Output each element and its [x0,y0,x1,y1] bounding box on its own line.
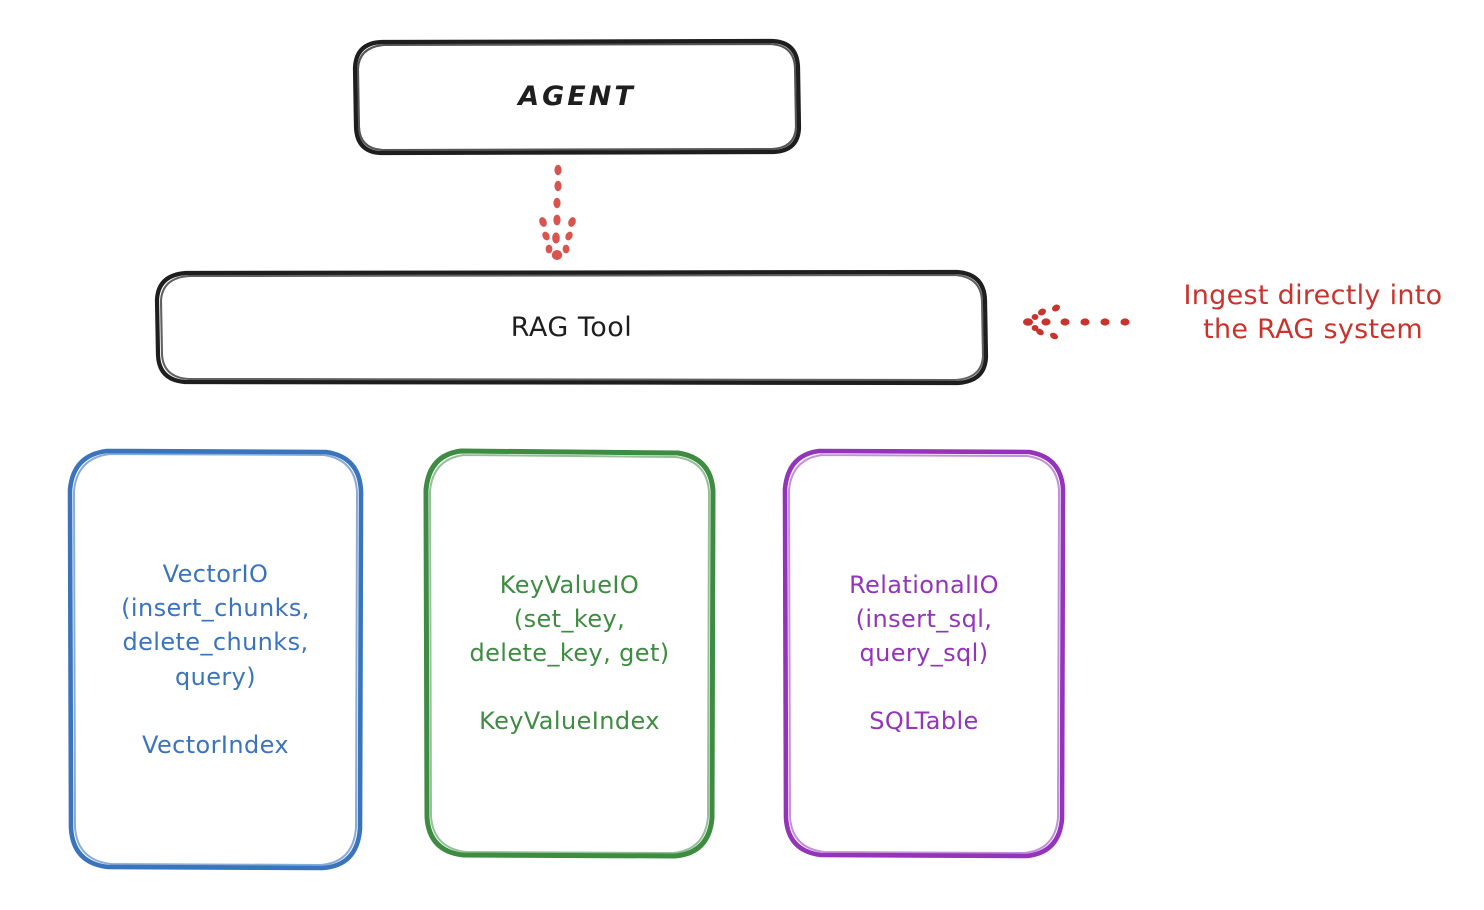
node-vector-io-label: VectorIO (insert_chunks, delete_chunks, … [121,560,310,759]
annotation-to-rag-tool-arrow [1023,304,1130,340]
node-vector-io[interactable]: VectorIO (insert_chunks, delete_chunks, … [70,450,361,869]
node-key-value-io[interactable]: KeyValueIO (set_key, delete_key, get) Ke… [426,450,713,856]
node-rag-tool-label: RAG Tool [510,311,633,343]
node-relational-io[interactable]: RelationalIO (insert_sql, query_sql) SQL… [785,450,1063,856]
node-key-value-io-label: KeyValueIO (set_key, delete_key, get) Ke… [469,570,670,736]
node-agent[interactable]: AGENT [355,41,799,153]
node-rag-tool[interactable]: RAG Tool [157,272,986,383]
annotation-ingest-directly: Ingest directly into the RAG system [1183,280,1443,346]
agent-to-rag-tool-arrow [539,164,576,260]
node-relational-io-label: RelationalIO (insert_sql, query_sql) SQL… [849,570,999,736]
node-agent-label: AGENT [518,81,636,113]
